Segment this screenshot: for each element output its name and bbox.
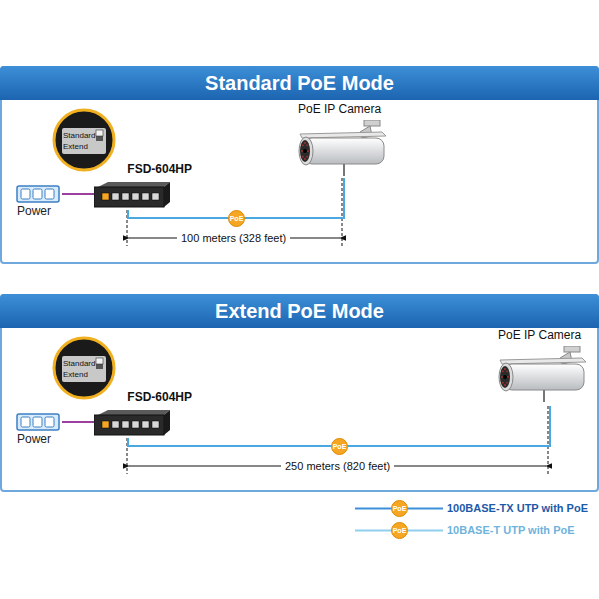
switch-position-labels: StandardExtend bbox=[63, 358, 95, 380]
ip-camera: PoE IP Camera bbox=[290, 102, 394, 178]
poe-switch: FSD-604HP bbox=[94, 160, 194, 210]
switch-zoom-circle: StandardExtend bbox=[52, 336, 116, 400]
device-name: PoE IP Camera bbox=[298, 102, 381, 116]
power-strip: Power bbox=[14, 412, 62, 446]
camera-illustration bbox=[492, 346, 592, 402]
legend-text: 10BASE-T UTP with PoE bbox=[447, 524, 575, 536]
switch-position-label: Standard bbox=[63, 130, 95, 141]
power-strip-illustration bbox=[16, 185, 60, 203]
poe-dot: PoE bbox=[228, 210, 245, 227]
power-label: Power bbox=[17, 432, 51, 446]
cable-connector bbox=[62, 421, 94, 423]
dimension-label: 100 meters (328 feet) bbox=[177, 232, 290, 244]
legend-text: 100BASE-TX UTP with PoE bbox=[447, 502, 588, 514]
power-strip: Power bbox=[14, 184, 62, 218]
switch-position-label: Standard bbox=[63, 358, 95, 369]
switch-illustration bbox=[94, 409, 170, 437]
device-name: FSD-604HP bbox=[127, 162, 192, 176]
poe-dot: PoE bbox=[391, 500, 408, 517]
mode-panel: Standard PoE ModeStandardExtendFSD-604HP… bbox=[0, 66, 599, 264]
ip-camera: PoE IP Camera bbox=[490, 328, 596, 406]
legend-row: PoE 100BASE-TX UTP with PoE bbox=[355, 500, 595, 517]
power-strip-illustration bbox=[16, 413, 60, 431]
switch-illustration bbox=[94, 181, 170, 209]
panel-header: Extend PoE Mode bbox=[0, 294, 599, 328]
power-label: Power bbox=[17, 204, 51, 218]
device-name: PoE IP Camera bbox=[498, 328, 581, 342]
legend-row: PoE 10BASE-T UTP with PoE bbox=[355, 522, 595, 539]
panel-title: Extend PoE Mode bbox=[215, 300, 384, 323]
switch-position-label: Extend bbox=[63, 141, 95, 152]
switch-position-label: Extend bbox=[63, 369, 95, 380]
panel-title: Standard PoE Mode bbox=[205, 72, 394, 95]
device-name: FSD-604HP bbox=[127, 390, 192, 404]
poe-switch: FSD-604HP bbox=[94, 388, 194, 438]
poe-dot: PoE bbox=[391, 522, 408, 539]
cable-connector bbox=[62, 193, 94, 195]
camera-illustration bbox=[292, 120, 392, 176]
poe-dot: PoE bbox=[331, 438, 348, 455]
switch-position-labels: StandardExtend bbox=[63, 130, 95, 152]
dimension-line bbox=[127, 406, 548, 474]
dimension-label: 250 meters (820 feet) bbox=[281, 460, 394, 472]
switch-zoom-circle: StandardExtend bbox=[52, 108, 116, 172]
panel-header: Standard PoE Mode bbox=[0, 66, 599, 100]
